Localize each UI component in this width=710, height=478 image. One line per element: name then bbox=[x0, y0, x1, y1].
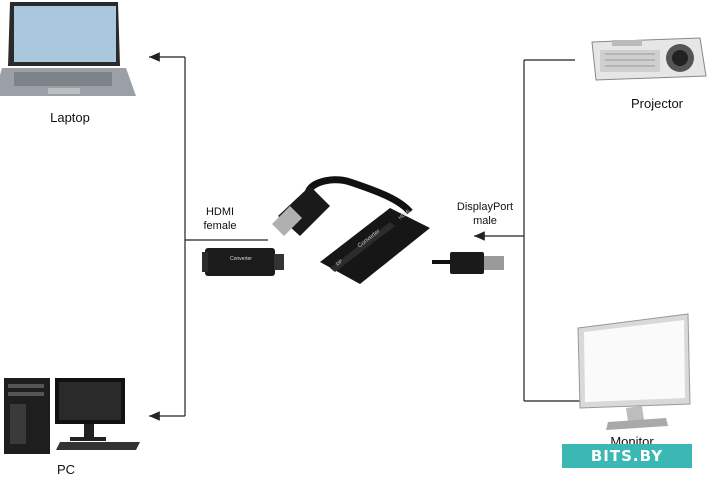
main-adapter-image bbox=[272, 176, 430, 284]
projector-label: Projector bbox=[630, 96, 684, 111]
projector-image bbox=[591, 37, 707, 81]
laptop-image bbox=[0, 2, 136, 96]
dp-label-line1: DisplayPort bbox=[456, 201, 514, 213]
converter-small-text: Converter bbox=[230, 256, 252, 262]
hdmi-label-line2: female bbox=[203, 220, 237, 232]
hdmi-label-line1: HDMI bbox=[205, 206, 235, 218]
pc-label: PC bbox=[56, 462, 76, 477]
displayport-male-label: DisplayPort male bbox=[440, 200, 530, 228]
hdmi-converter-image bbox=[202, 248, 284, 276]
dp-label-line2: male bbox=[473, 215, 497, 227]
watermark-logo: BITS.BY bbox=[562, 444, 692, 468]
monitor-image bbox=[577, 313, 691, 430]
laptop-label: Laptop bbox=[50, 110, 90, 125]
pc-image bbox=[4, 378, 140, 454]
hdmi-female-label: HDMI female bbox=[190, 205, 250, 233]
displayport-plug-image bbox=[432, 252, 504, 274]
